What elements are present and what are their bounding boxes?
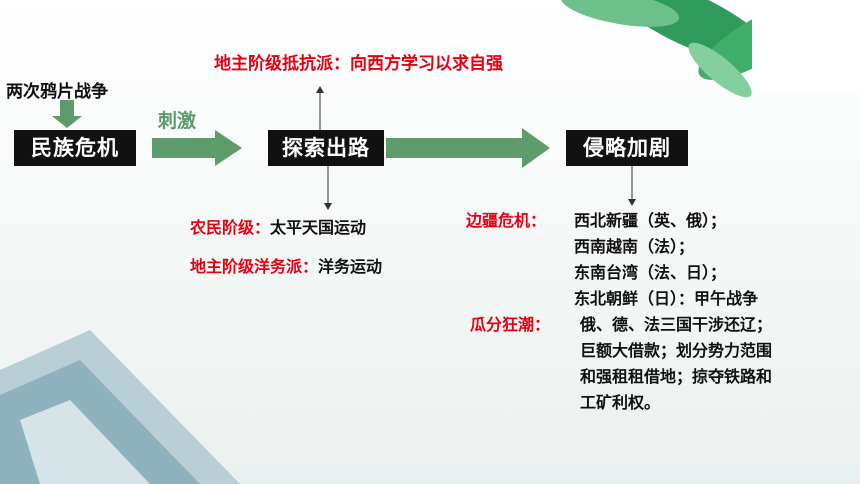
westernization-desc: 洋务运动 — [318, 257, 383, 276]
westernization-line: 地主阶级洋务派：洋务运动 — [190, 255, 382, 279]
partition-line: 工矿利权。 — [580, 393, 661, 412]
arrow-explore — [386, 128, 550, 168]
frame-decoration — [0, 330, 240, 484]
resistance-faction-desc: 向西方学习以求自强 — [350, 54, 503, 74]
arrow-stimulus — [152, 130, 242, 166]
cause-label: 两次鸦片战争 — [6, 82, 108, 102]
partition-line: 和强租租借地；掠夺铁路和 — [580, 367, 773, 386]
peasant-line: 农民阶级：太平天国运动 — [190, 216, 366, 240]
frontier-label: 边疆危机： — [466, 211, 547, 230]
frontier-line: 西南越南（法）； — [574, 237, 695, 256]
down-arrow — [52, 100, 82, 128]
partition-label: 瓜分狂潮： — [470, 315, 551, 334]
peasant-label: 农民阶级： — [190, 218, 271, 237]
box-intensified-invasion: 侵略加剧 — [566, 130, 688, 166]
box-national-crisis: 民族危机 — [14, 130, 136, 166]
connector-down-head — [324, 203, 332, 210]
frontier-line: 东北朝鲜（日）：甲午战争 — [574, 289, 759, 308]
westernization-label: 地主阶级洋务派： — [190, 257, 319, 276]
partition-line: 巨额大借款；划分势力范围 — [580, 341, 773, 360]
partition-line: 俄、德、法三国干涉还辽； — [580, 315, 773, 334]
connector-up-head — [316, 86, 324, 93]
box-seek-way-out: 探索出路 — [268, 130, 384, 166]
frontier-line: 东南台湾（法、日）； — [574, 263, 727, 282]
connector-invasion-head — [628, 199, 636, 206]
resistance-faction-line: 地主阶级抵抗派：向西方学习以求自强 — [214, 52, 503, 76]
stimulus-label: 刺激 — [158, 110, 197, 132]
peasant-desc: 太平天国运动 — [270, 218, 367, 237]
white-panel — [752, 0, 860, 92]
resistance-faction-label: 地主阶级抵抗派： — [214, 54, 350, 74]
frontier-line: 西北新疆（英、俄）； — [574, 211, 727, 230]
